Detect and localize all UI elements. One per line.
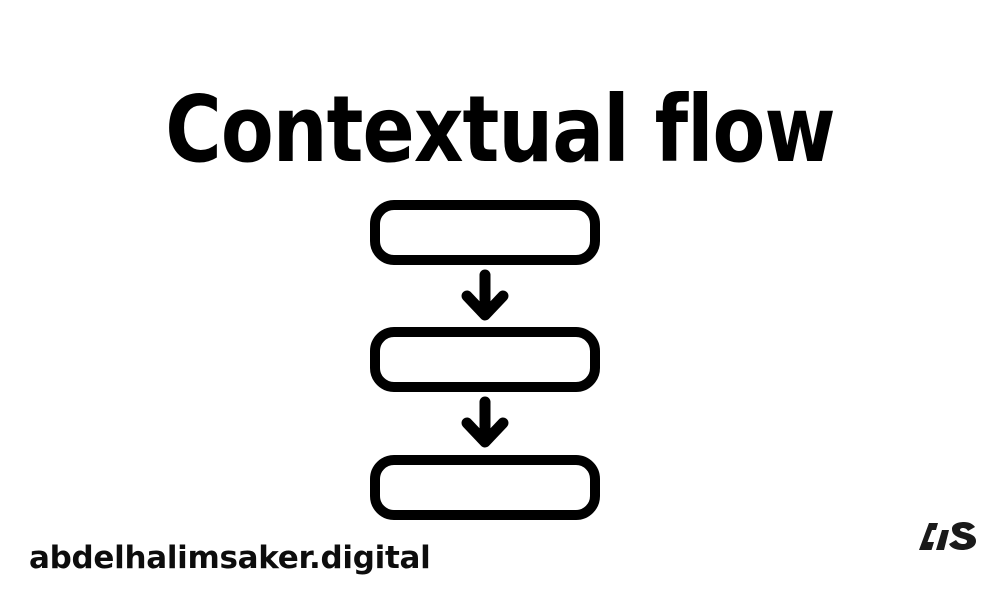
flow-node-2-label	[380, 337, 590, 382]
as-monogram-icon	[919, 522, 976, 550]
flow-node-3-label	[380, 465, 590, 510]
arrow-down-icon-1	[461, 269, 509, 321]
flow-node-1-label	[380, 210, 590, 255]
page-title: Contextual flow	[165, 76, 835, 183]
flow-node-3[interactable]	[370, 455, 600, 520]
brand-logo	[906, 521, 980, 561]
flow-node-1[interactable]	[370, 200, 600, 265]
footer-website-text: abdelhalimsaker.digital	[29, 540, 431, 576]
arrow-down-icon-2	[461, 396, 509, 448]
flow-node-2[interactable]	[370, 327, 600, 392]
